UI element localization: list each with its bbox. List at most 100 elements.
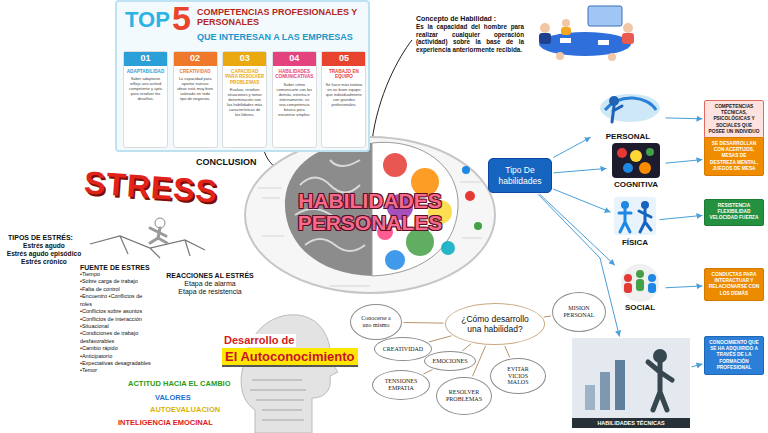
physical-picture-part	[614, 197, 656, 235]
box-text: COMPETENCIAS PROFESIONALES Y PERSONALES	[197, 7, 365, 28]
box-text: CONDUCTAS PARA INTERACTUAR Y RELACIONARS…	[708, 272, 760, 297]
box-text: 02	[174, 52, 217, 66]
box-text: El Autoconocimiento	[222, 348, 358, 367]
idea-circle: RESOLVER PROBLEMAS	[436, 377, 492, 415]
physical-picture-part	[619, 209, 631, 232]
question-ellipse: ¿Cómo desarrollo una habilidad?	[445, 303, 545, 345]
box-text: SOCIAL	[623, 303, 657, 313]
box-text: EMOCIONES	[432, 358, 467, 365]
box-text: 5	[172, 1, 191, 35]
cognitive-picture-part	[623, 163, 633, 173]
box-text: 03	[223, 52, 266, 66]
box-text: ADAPTABILIDAD	[127, 69, 164, 75]
competence-card: 02CREATIVIDADLa capacidad para aportar n…	[173, 51, 218, 148]
note-label: •Temor	[80, 367, 152, 374]
brain-drawing-part	[462, 166, 470, 174]
idea-circle: TENSIONES EMPATIA	[372, 370, 430, 400]
idea-circle: EMOCIONES	[424, 351, 476, 371]
box-text: Se hace más notorio en un buen equipo qu…	[325, 82, 362, 107]
note-label: •Conflictos de interacción	[80, 316, 152, 323]
team-illustration-part	[562, 19, 570, 27]
connector-line	[691, 364, 702, 367]
team-illustration-part	[556, 52, 564, 60]
leader-line-part	[372, 40, 412, 141]
note-label: Estrés agudo episódico	[2, 250, 86, 257]
cognitive-picture-part	[639, 162, 651, 174]
note-label: •Encuentro •Conflictos de roles	[80, 293, 152, 308]
connector-line	[659, 215, 702, 219]
social-picture-part	[624, 274, 632, 282]
box-text: TRABAJO EN EQUIPO	[324, 69, 363, 80]
infographic-panel: TOP5COMPETENCIAS PROFESIONALES Y PERSONA…	[115, 0, 370, 152]
note-label: •Falta de control	[80, 286, 152, 293]
team-illustration-part	[539, 33, 551, 44]
team-illustration-part	[588, 6, 622, 26]
brain-board	[245, 137, 495, 293]
competence-card: 03CAPACIDAD PARA RESOLVER PROBLEMASEvalu…	[222, 51, 267, 148]
social-picture-part	[624, 283, 632, 293]
social-picture-part	[648, 283, 656, 293]
team-illustration-part	[608, 53, 616, 61]
brain-title: HABILIDADES PERSONALES	[270, 176, 470, 248]
note-label: Etapa de resistencia	[155, 288, 265, 295]
box-text: HABILIDADES PERSONALES	[270, 190, 470, 234]
social-picture	[621, 264, 659, 302]
box-text: CONOCIMIENTO QUE SE HA ADQUIRIDO A TRAVÉ…	[708, 340, 760, 371]
stress-figure-part	[90, 236, 205, 258]
idea-circle: MISION PERSONAL	[552, 292, 606, 332]
note-label: ACTITUD HACIA EL CAMBIO	[128, 379, 231, 388]
box-text: EVITAR VICIOS MALOS	[497, 366, 539, 387]
note-label: TIPOS DE ESTRÉS:	[8, 234, 73, 241]
technical-picture-part	[615, 360, 625, 410]
connector-line	[666, 117, 703, 119]
box-text: Conocerse a uno mismo	[357, 315, 395, 329]
cognitive-picture-part	[617, 148, 627, 158]
technical-picture-part	[648, 362, 672, 410]
box-text: HABILIDADES TÉCNICAS	[572, 418, 690, 428]
note-label: •Conflictos sobre asuntos	[80, 308, 152, 315]
box-text: CAPACIDAD PARA RESOLVER PROBLEMAS	[225, 69, 264, 86]
head-silhouette	[241, 315, 338, 433]
stress-figure-part	[155, 218, 165, 228]
idea-circle: EVITAR VICIOS MALOS	[490, 358, 546, 394]
idea-circle: Conocerse a uno mismo	[350, 304, 402, 340]
note-label: •Anticipatorio	[80, 353, 152, 360]
skill-type-picture: HABILIDADES TÉCNICAS	[572, 338, 690, 428]
box-text: 04	[273, 52, 316, 66]
team-illustration-part	[539, 32, 631, 56]
team-illustration-part	[623, 23, 633, 33]
skill-type-picture: SOCIAL	[616, 265, 664, 313]
brain-drawing-part	[465, 191, 475, 201]
box-text: Saber cómo comunicarte con los demás, ex…	[276, 82, 313, 117]
box-text: TENSIONES EMPATIA	[379, 378, 423, 392]
connector-line	[553, 168, 606, 172]
description-box: RESISTENCIA FLEXIBILIDAD VELOCIDAD FUERZ…	[704, 199, 764, 226]
note-label: •Sobre carga de trabajo	[80, 278, 152, 285]
skill-type-picture: COGNITIVA	[608, 142, 664, 190]
connector-line	[553, 137, 590, 157]
connector-line	[462, 344, 471, 351]
social-picture-part	[636, 279, 644, 291]
skill-type-picture: PERSONAL	[592, 92, 664, 142]
connector-line	[403, 322, 443, 324]
team-illustration-part	[622, 33, 634, 44]
box-text: PERSONAL	[604, 132, 652, 142]
box-text: QUE INTERESAN A LAS EMPRESAS	[197, 32, 353, 42]
box-text: Saber adaptarse refleja una actitud comp…	[127, 76, 164, 101]
team-illustration-part	[560, 38, 571, 43]
connector-line	[665, 286, 702, 288]
social-picture-part	[636, 270, 644, 278]
box-text: CREATIVIDAD	[383, 346, 423, 353]
competence-card: 01ADAPTABILIDADSaber adaptarse refleja u…	[123, 51, 168, 148]
box-text: MISION PERSONAL	[559, 305, 599, 319]
note-label: •Expectativas desagradables	[80, 360, 152, 367]
note-label: INTELIGENCIA EMOCINAL	[118, 418, 213, 427]
category-box: Tipo De habilidades	[488, 158, 552, 193]
box-text: RESOLVER PROBLEMAS	[443, 389, 485, 403]
physical-picture-part	[639, 209, 651, 232]
note-label: CONCLUSION	[196, 157, 257, 167]
note-label: Es la capacidad del hombre para realizar…	[416, 23, 524, 53]
technical-picture	[572, 338, 690, 428]
cognitive-picture-part	[646, 148, 654, 156]
team-illustration-part	[598, 40, 609, 45]
